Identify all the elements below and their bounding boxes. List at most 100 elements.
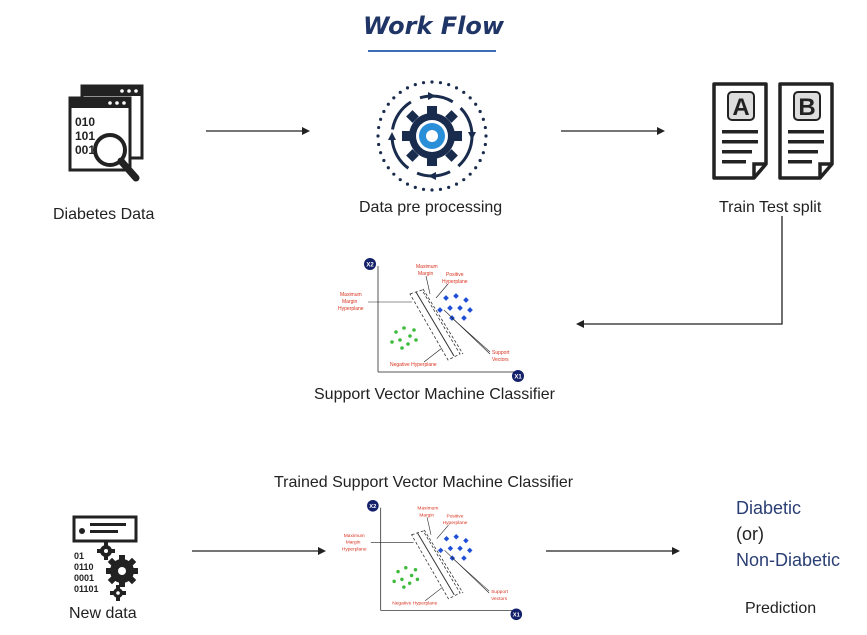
- svm-label: Maximum: [417, 506, 438, 512]
- dot-ring-mark: [474, 102, 478, 106]
- dot-ring-mark: [413, 185, 417, 189]
- dot-ring-mark: [468, 96, 472, 100]
- label-train-test-split: Train Test split: [719, 199, 822, 216]
- dot-ring-mark: [386, 102, 390, 106]
- dot-ring-mark: [483, 125, 487, 130]
- dot-ring-mark: [454, 86, 459, 90]
- svm-label: Margin: [346, 540, 361, 546]
- dot-ring-mark: [462, 178, 466, 182]
- svm-label: Hyperplane: [338, 306, 364, 312]
- title-underline: [368, 50, 496, 52]
- dot-ring-mark: [474, 166, 478, 170]
- dot-ring-mark: [462, 90, 466, 94]
- new-data-gears-icon: 01 0110 0001 01101: [72, 515, 138, 601]
- axis-y-label: X2: [366, 263, 374, 269]
- dot-ring-mark: [438, 187, 443, 191]
- dot-ring-mark: [478, 109, 482, 114]
- svm-label: Margin: [419, 512, 434, 518]
- svm-label: Hyperplane: [443, 520, 468, 526]
- label-svm: Support Vector Machine Classifier: [314, 386, 555, 403]
- gear-process-icon: [376, 80, 488, 192]
- label-preprocessing: Data pre processing: [359, 199, 503, 216]
- dot-ring-mark: [454, 182, 459, 186]
- binary-text: 0110: [74, 562, 94, 572]
- svm-label: Maximum: [416, 264, 438, 270]
- dot-ring-mark: [382, 158, 386, 163]
- doc-letter: B: [798, 94, 815, 121]
- svm-label: Hyperplane: [342, 546, 367, 552]
- document-b-icon: B: [778, 82, 834, 180]
- data-files-search-icon: 010 101 001: [68, 84, 144, 182]
- svm-diagram: X2 X1 Maximum Margin Hyperplane Maximum …: [338, 258, 524, 382]
- label-diabetes-data: Diabetes Data: [53, 206, 155, 223]
- svm-label: Positive: [447, 513, 464, 519]
- dot-ring-mark: [430, 188, 434, 192]
- svm-label: Maximum: [340, 292, 362, 298]
- prediction-diabetic: Diabetic: [736, 498, 802, 518]
- dot-ring-mark: [377, 142, 381, 147]
- svm-label: Positive: [446, 272, 464, 278]
- axis-x-label: X1: [513, 613, 521, 619]
- dot-ring-mark: [413, 83, 417, 87]
- svm-label: Vectors: [492, 357, 509, 363]
- dot-ring-mark: [447, 83, 451, 87]
- prediction-or: (or): [736, 524, 764, 544]
- arrow-elbow: [576, 216, 783, 328]
- dot-ring-mark: [392, 172, 396, 176]
- svm-label: Margin: [342, 299, 358, 305]
- gear-icon: [97, 542, 115, 560]
- dot-ring-mark: [377, 125, 381, 130]
- binary-text: 101: [75, 129, 95, 143]
- label-prediction: Prediction: [745, 600, 817, 617]
- dot-ring-mark: [421, 81, 426, 85]
- dot-ring-mark: [379, 151, 383, 155]
- dot-ring-mark: [405, 182, 410, 186]
- dot-ring-mark: [481, 151, 485, 155]
- dot-ring-mark: [398, 90, 402, 94]
- arrow-right: [192, 547, 326, 555]
- arrow-right: [561, 127, 665, 135]
- binary-text: 01101: [74, 584, 99, 594]
- binary-text: 010: [75, 115, 95, 129]
- dot-ring-mark: [438, 81, 443, 85]
- dot-ring-mark: [392, 96, 396, 100]
- svm-label: Maximum: [344, 533, 365, 539]
- gear-icon: [106, 555, 138, 587]
- document-a-icon: A: [712, 82, 768, 180]
- label-new-data: New data: [69, 605, 137, 622]
- binary-text: 001: [75, 143, 95, 157]
- dot-ring-mark: [398, 178, 402, 182]
- dot-ring-mark: [484, 134, 488, 138]
- dot-ring-mark: [382, 109, 386, 114]
- dot-ring-mark: [430, 80, 434, 84]
- dot-ring-mark: [468, 172, 472, 176]
- dot-ring-mark: [405, 86, 410, 90]
- svm-label: Negative Hyperplane: [390, 362, 437, 368]
- svm-label: Vectors: [491, 596, 508, 602]
- dot-ring-mark: [447, 185, 451, 189]
- dot-ring-mark: [379, 117, 383, 121]
- dot-ring-mark: [421, 187, 426, 191]
- dot-ring-mark: [386, 166, 390, 170]
- svm-label: Support: [491, 589, 509, 595]
- dot-ring-mark: [376, 134, 380, 138]
- svm-label: Negative Hyperplane: [392, 601, 437, 607]
- axis-x-label: X1: [514, 375, 522, 381]
- axis-y-label: X2: [369, 504, 376, 510]
- doc-letter: A: [732, 94, 749, 121]
- page-title: Work Flow: [362, 12, 505, 40]
- svm-label: Support: [492, 350, 510, 356]
- document-ab-icon: A B: [712, 82, 834, 180]
- arrow-right: [546, 547, 680, 555]
- dot-ring-mark: [483, 142, 487, 147]
- dot-ring-mark: [478, 158, 482, 163]
- dot-ring-mark: [481, 117, 485, 121]
- prediction-non-diabetic: Non-Diabetic: [736, 550, 841, 570]
- gear-icon: [110, 585, 126, 601]
- arrow-right: [206, 127, 310, 135]
- svm-label: Margin: [418, 271, 434, 277]
- binary-text: 01: [74, 551, 84, 561]
- binary-text: 0001: [74, 573, 94, 583]
- svm-diagram-trained: X2 X1 Maximum Margin Hyperplane Maximum …: [342, 499, 523, 621]
- svm-label: Hyperplane: [442, 279, 468, 285]
